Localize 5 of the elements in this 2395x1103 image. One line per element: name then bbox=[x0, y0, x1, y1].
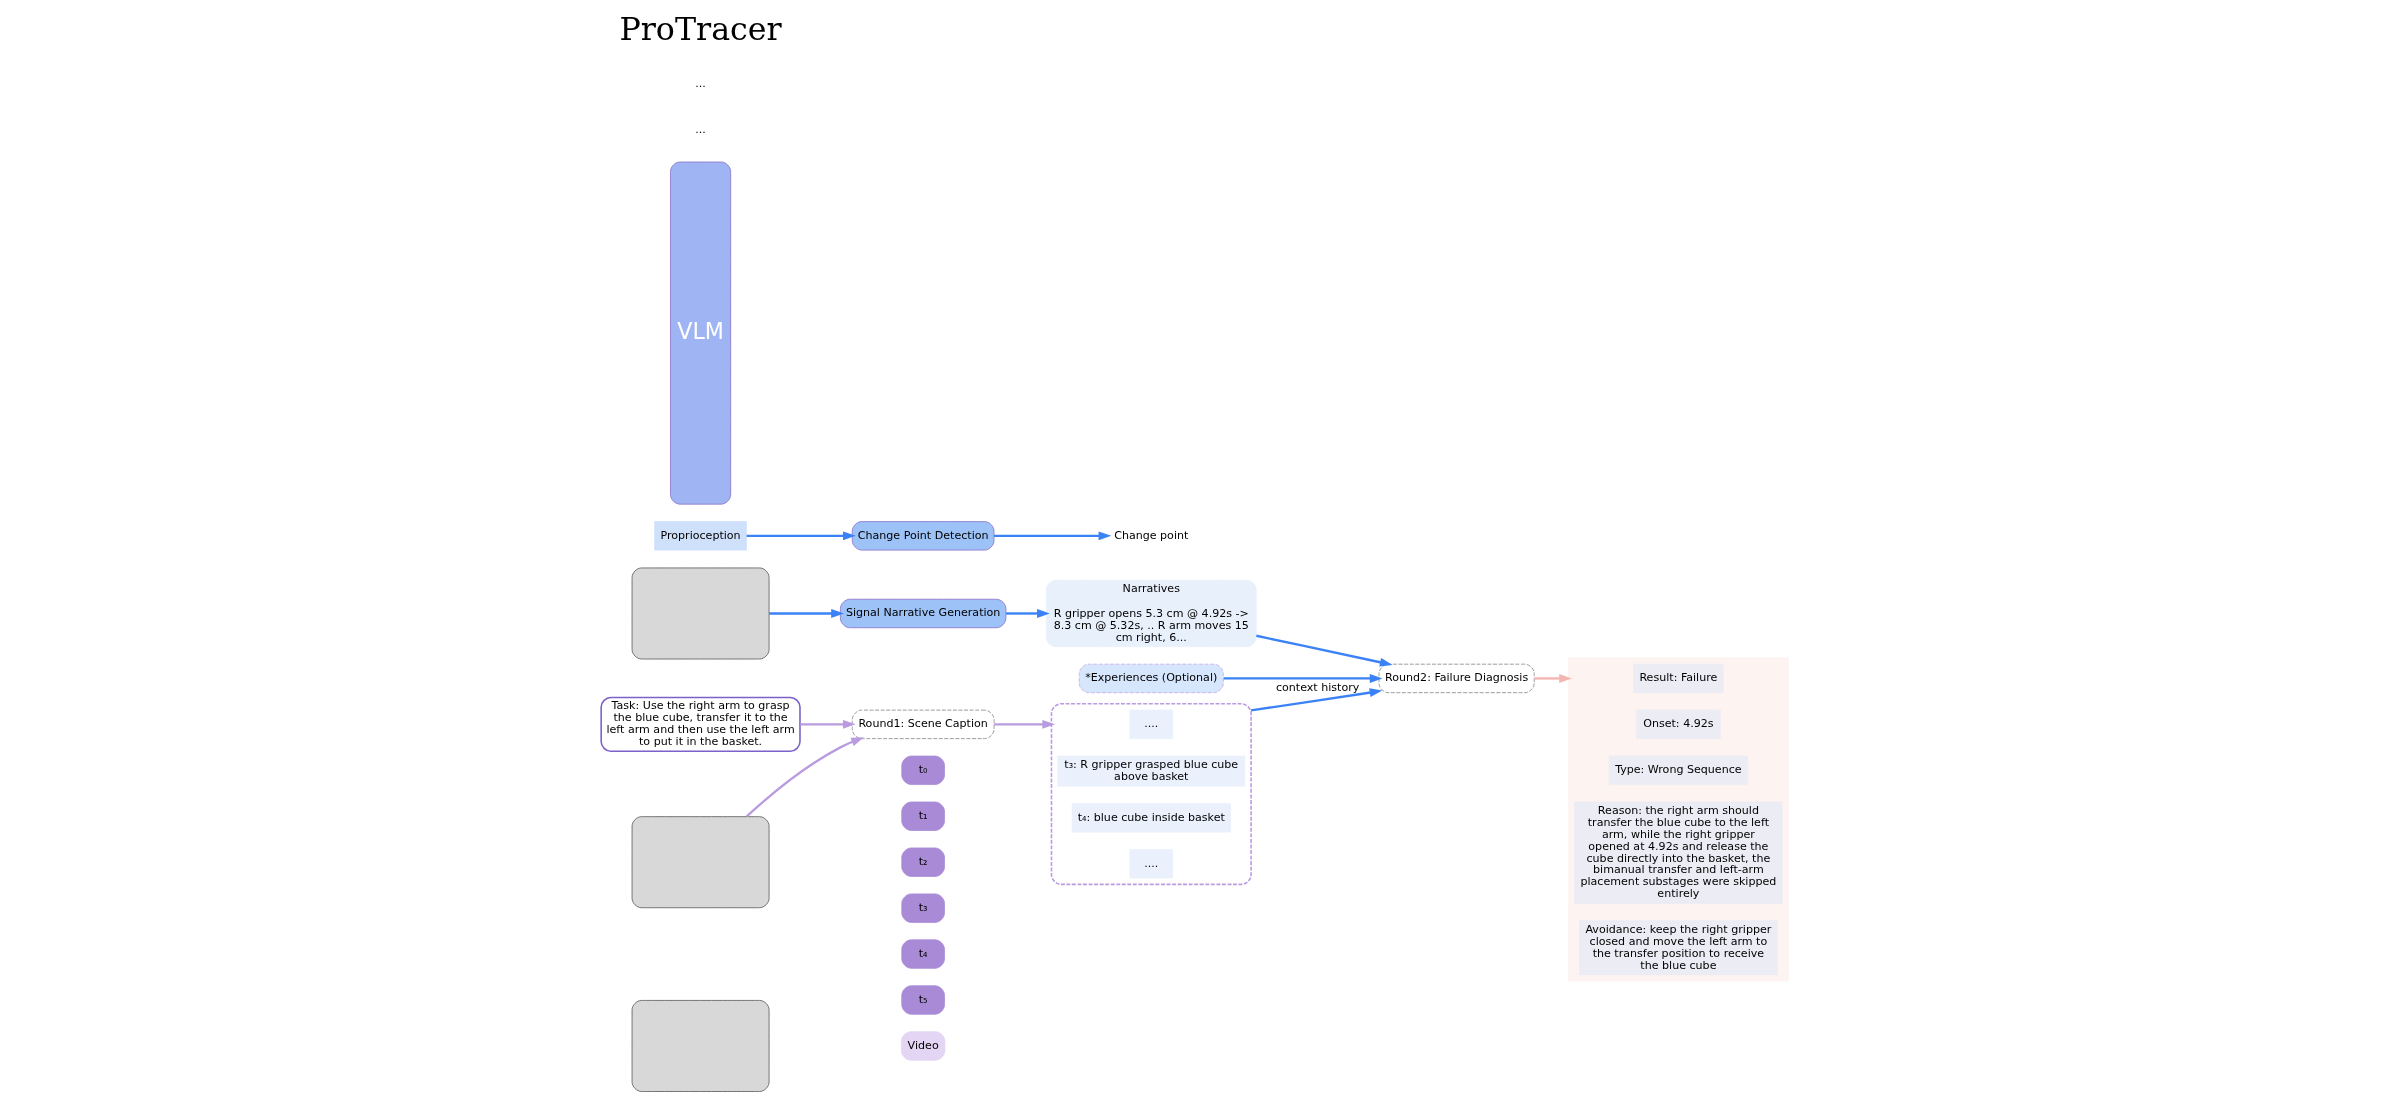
label: ProTracer bbox=[618, 11, 782, 48]
label: ... bbox=[694, 77, 706, 91]
label: ... bbox=[694, 123, 706, 137]
edge-label: context history bbox=[1275, 681, 1359, 695]
node-text: Change point bbox=[1113, 528, 1188, 542]
